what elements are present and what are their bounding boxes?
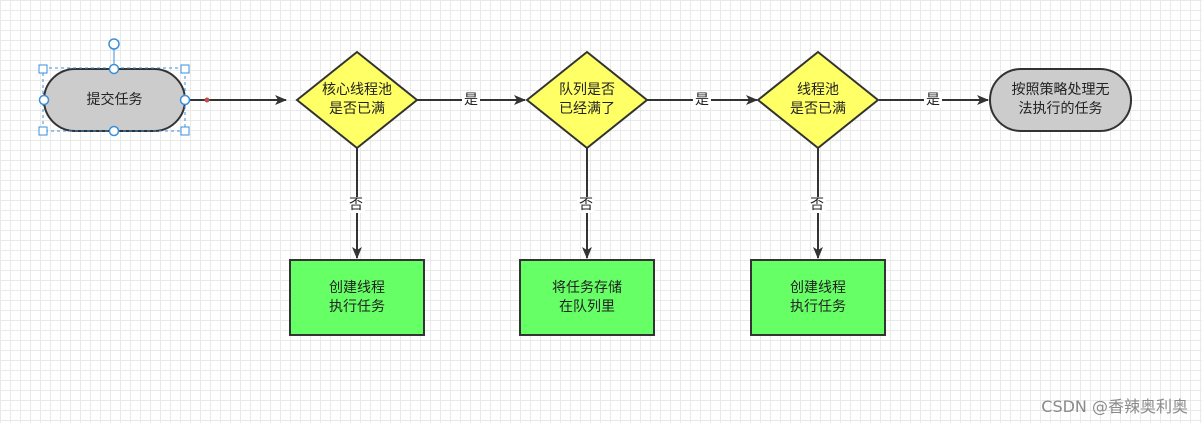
csdn-watermark: CSDN @香辣奥利奥 — [1041, 397, 1188, 416]
connection-point-left[interactable] — [38, 94, 50, 106]
edge-label-yes-core: 是 — [462, 92, 480, 108]
thread-pool-full-decision[interactable] — [756, 50, 880, 150]
resize-handle-top-left[interactable] — [38, 64, 48, 74]
reject-policy-node[interactable] — [989, 68, 1132, 132]
connection-point-right[interactable] — [179, 94, 191, 106]
edge-label-yes-pool: 是 — [924, 92, 942, 108]
edge-label-no-queue: 否 — [577, 197, 595, 213]
queue-full-decision[interactable] — [525, 50, 649, 150]
store-in-queue-box[interactable] — [519, 259, 655, 336]
edge-label-yes-queue: 是 — [693, 92, 711, 108]
rotation-handle[interactable] — [108, 38, 120, 50]
edge-label-no-core: 否 — [347, 197, 365, 213]
resize-handle-bottom-right[interactable] — [180, 126, 190, 136]
submit-task-node[interactable] — [43, 68, 186, 132]
create-core-thread-box[interactable] — [289, 259, 425, 336]
connection-point-top[interactable] — [108, 63, 120, 75]
core-pool-full-decision[interactable] — [295, 50, 419, 150]
selection-overlay — [38, 38, 210, 137]
create-thread-box[interactable] — [750, 259, 886, 336]
connection-point-bottom[interactable] — [108, 125, 120, 137]
resize-handle-bottom-left[interactable] — [38, 126, 48, 136]
connector-anchor-dot — [204, 97, 210, 103]
resize-handle-top-right[interactable] — [180, 64, 190, 74]
edge-label-no-pool: 否 — [808, 197, 826, 213]
